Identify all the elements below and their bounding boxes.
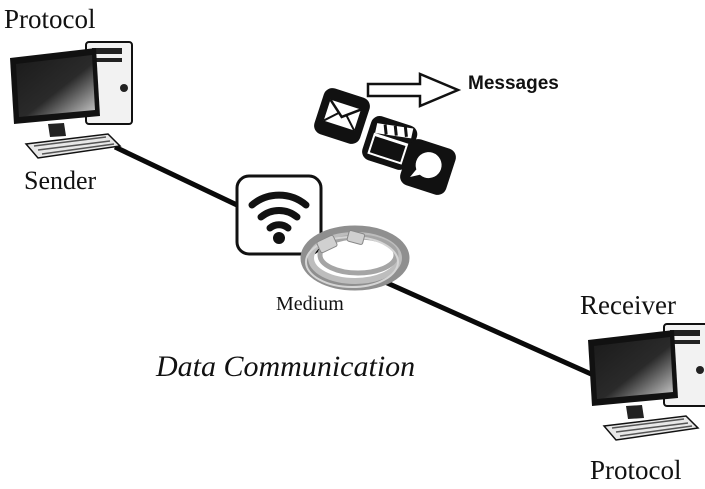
- caption-title: Data Communication: [156, 350, 416, 383]
- receiver-label: Receiver: [580, 290, 676, 320]
- cable-icon: [300, 225, 410, 291]
- sender-to-medium-line: [113, 144, 260, 218]
- envelope-icon: [314, 88, 370, 144]
- receiver-bottom-label: Protocol: [590, 455, 682, 485]
- sender-top-label: Protocol: [4, 4, 96, 34]
- messages-label: Messages: [468, 73, 559, 94]
- wifi-icon: [235, 174, 323, 256]
- medium-to-receiver-line: [383, 279, 602, 381]
- video-clapper-icon: [362, 116, 418, 170]
- receiver-computer-icon: [588, 323, 705, 441]
- chat-bubble-icon: [400, 139, 456, 195]
- sender-label: Sender: [24, 166, 97, 195]
- medium-label: Medium: [276, 293, 344, 315]
- arrow-right-icon: [366, 72, 462, 108]
- sender-computer-icon: [10, 41, 133, 159]
